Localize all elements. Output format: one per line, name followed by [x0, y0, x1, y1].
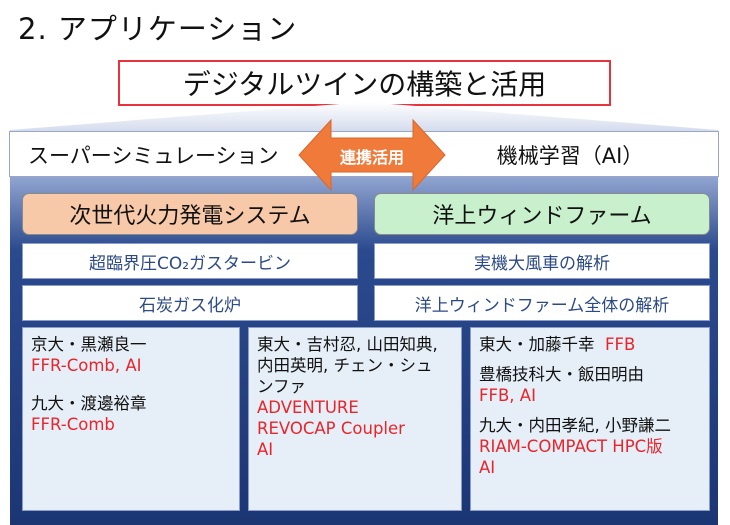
software-code: REVOCAP Coupler — [257, 419, 405, 438]
sub-topic-wind-turbine-analysis: 実機大風車の解析 — [374, 243, 710, 279]
software-code: FFB, AI — [479, 386, 536, 405]
researcher-name: 京大・黒瀬良一 — [31, 335, 147, 354]
researcher-name: 内田英明, チェン・シュ — [257, 356, 433, 375]
main-concept-box: デジタルツインの構築と活用 — [118, 60, 611, 106]
researcher-name: 東大・加藤千幸 — [479, 335, 595, 354]
sub-topic-wind-farm-analysis: 洋上ウィンドファーム全体の解析 — [374, 285, 710, 321]
researcher-name: 豊橋技科大・飯田明由 — [479, 365, 644, 384]
researchers-box-2: 東大・吉村忍, 山田知典, 内田英明, チェン・シュ ンファ ADVENTURE… — [248, 327, 462, 511]
researcher-entry: 東大・加藤千幸 FFB — [479, 334, 701, 355]
category-thermal-power-text: 次世代火力発電システム — [69, 204, 311, 229]
software-code: AI — [257, 440, 274, 459]
researchers-box-1: 京大・黒瀬良一 FFR-Comb, AI 九大・渡邊裕章 FFR-Comb — [22, 327, 240, 511]
software-code: FFB — [605, 335, 636, 354]
sub-topic-text: 洋上ウィンドファーム全体の解析 — [414, 295, 670, 316]
category-offshore-wind-text: 洋上ウィンドファーム — [432, 204, 652, 229]
researchers-box-3: 東大・加藤千幸 FFB 豊橋技科大・飯田明由 FFB, AI 九大・内田孝紀, … — [470, 327, 710, 511]
category-offshore-wind: 洋上ウィンドファーム — [374, 193, 710, 235]
software-code: FFR-Comb — [31, 415, 115, 434]
double-arrow-icon — [298, 118, 446, 192]
main-concept-text: デジタルツインの構築と活用 — [182, 68, 547, 101]
sub-topic-text: 超臨界圧CO₂ガスタービン — [88, 253, 292, 274]
sub-topic-text: 石炭ガス化炉 — [139, 295, 241, 316]
researcher-name: 東大・吉村忍, 山田知典, — [257, 335, 438, 354]
collaboration-label: 連携活用 — [339, 148, 404, 167]
software-code: AI — [479, 458, 496, 477]
sub-topic-co2-turbine: 超臨界圧CO₂ガスタービン — [22, 243, 358, 279]
machine-learning-label: 機械学習（AI） — [496, 144, 644, 168]
super-simulation-label: スーパーシミュレーション — [28, 144, 279, 168]
researcher-name: 九大・内田孝紀, 小野謙二 — [479, 416, 671, 435]
software-code: FFR-Comb, AI — [31, 356, 142, 375]
researcher-name: 九大・渡邊裕章 — [31, 394, 147, 413]
software-code: ADVENTURE — [257, 398, 359, 417]
category-thermal-power: 次世代火力発電システム — [22, 193, 358, 235]
researcher-name: ンファ — [257, 377, 307, 396]
slide-title: 2. アプリケーション — [18, 12, 298, 46]
software-code: RIAM-COMPACT HPC版 — [479, 437, 663, 456]
sub-topic-text: 実機大風車の解析 — [474, 253, 610, 274]
sub-topic-coal-gasifier: 石炭ガス化炉 — [22, 285, 358, 321]
